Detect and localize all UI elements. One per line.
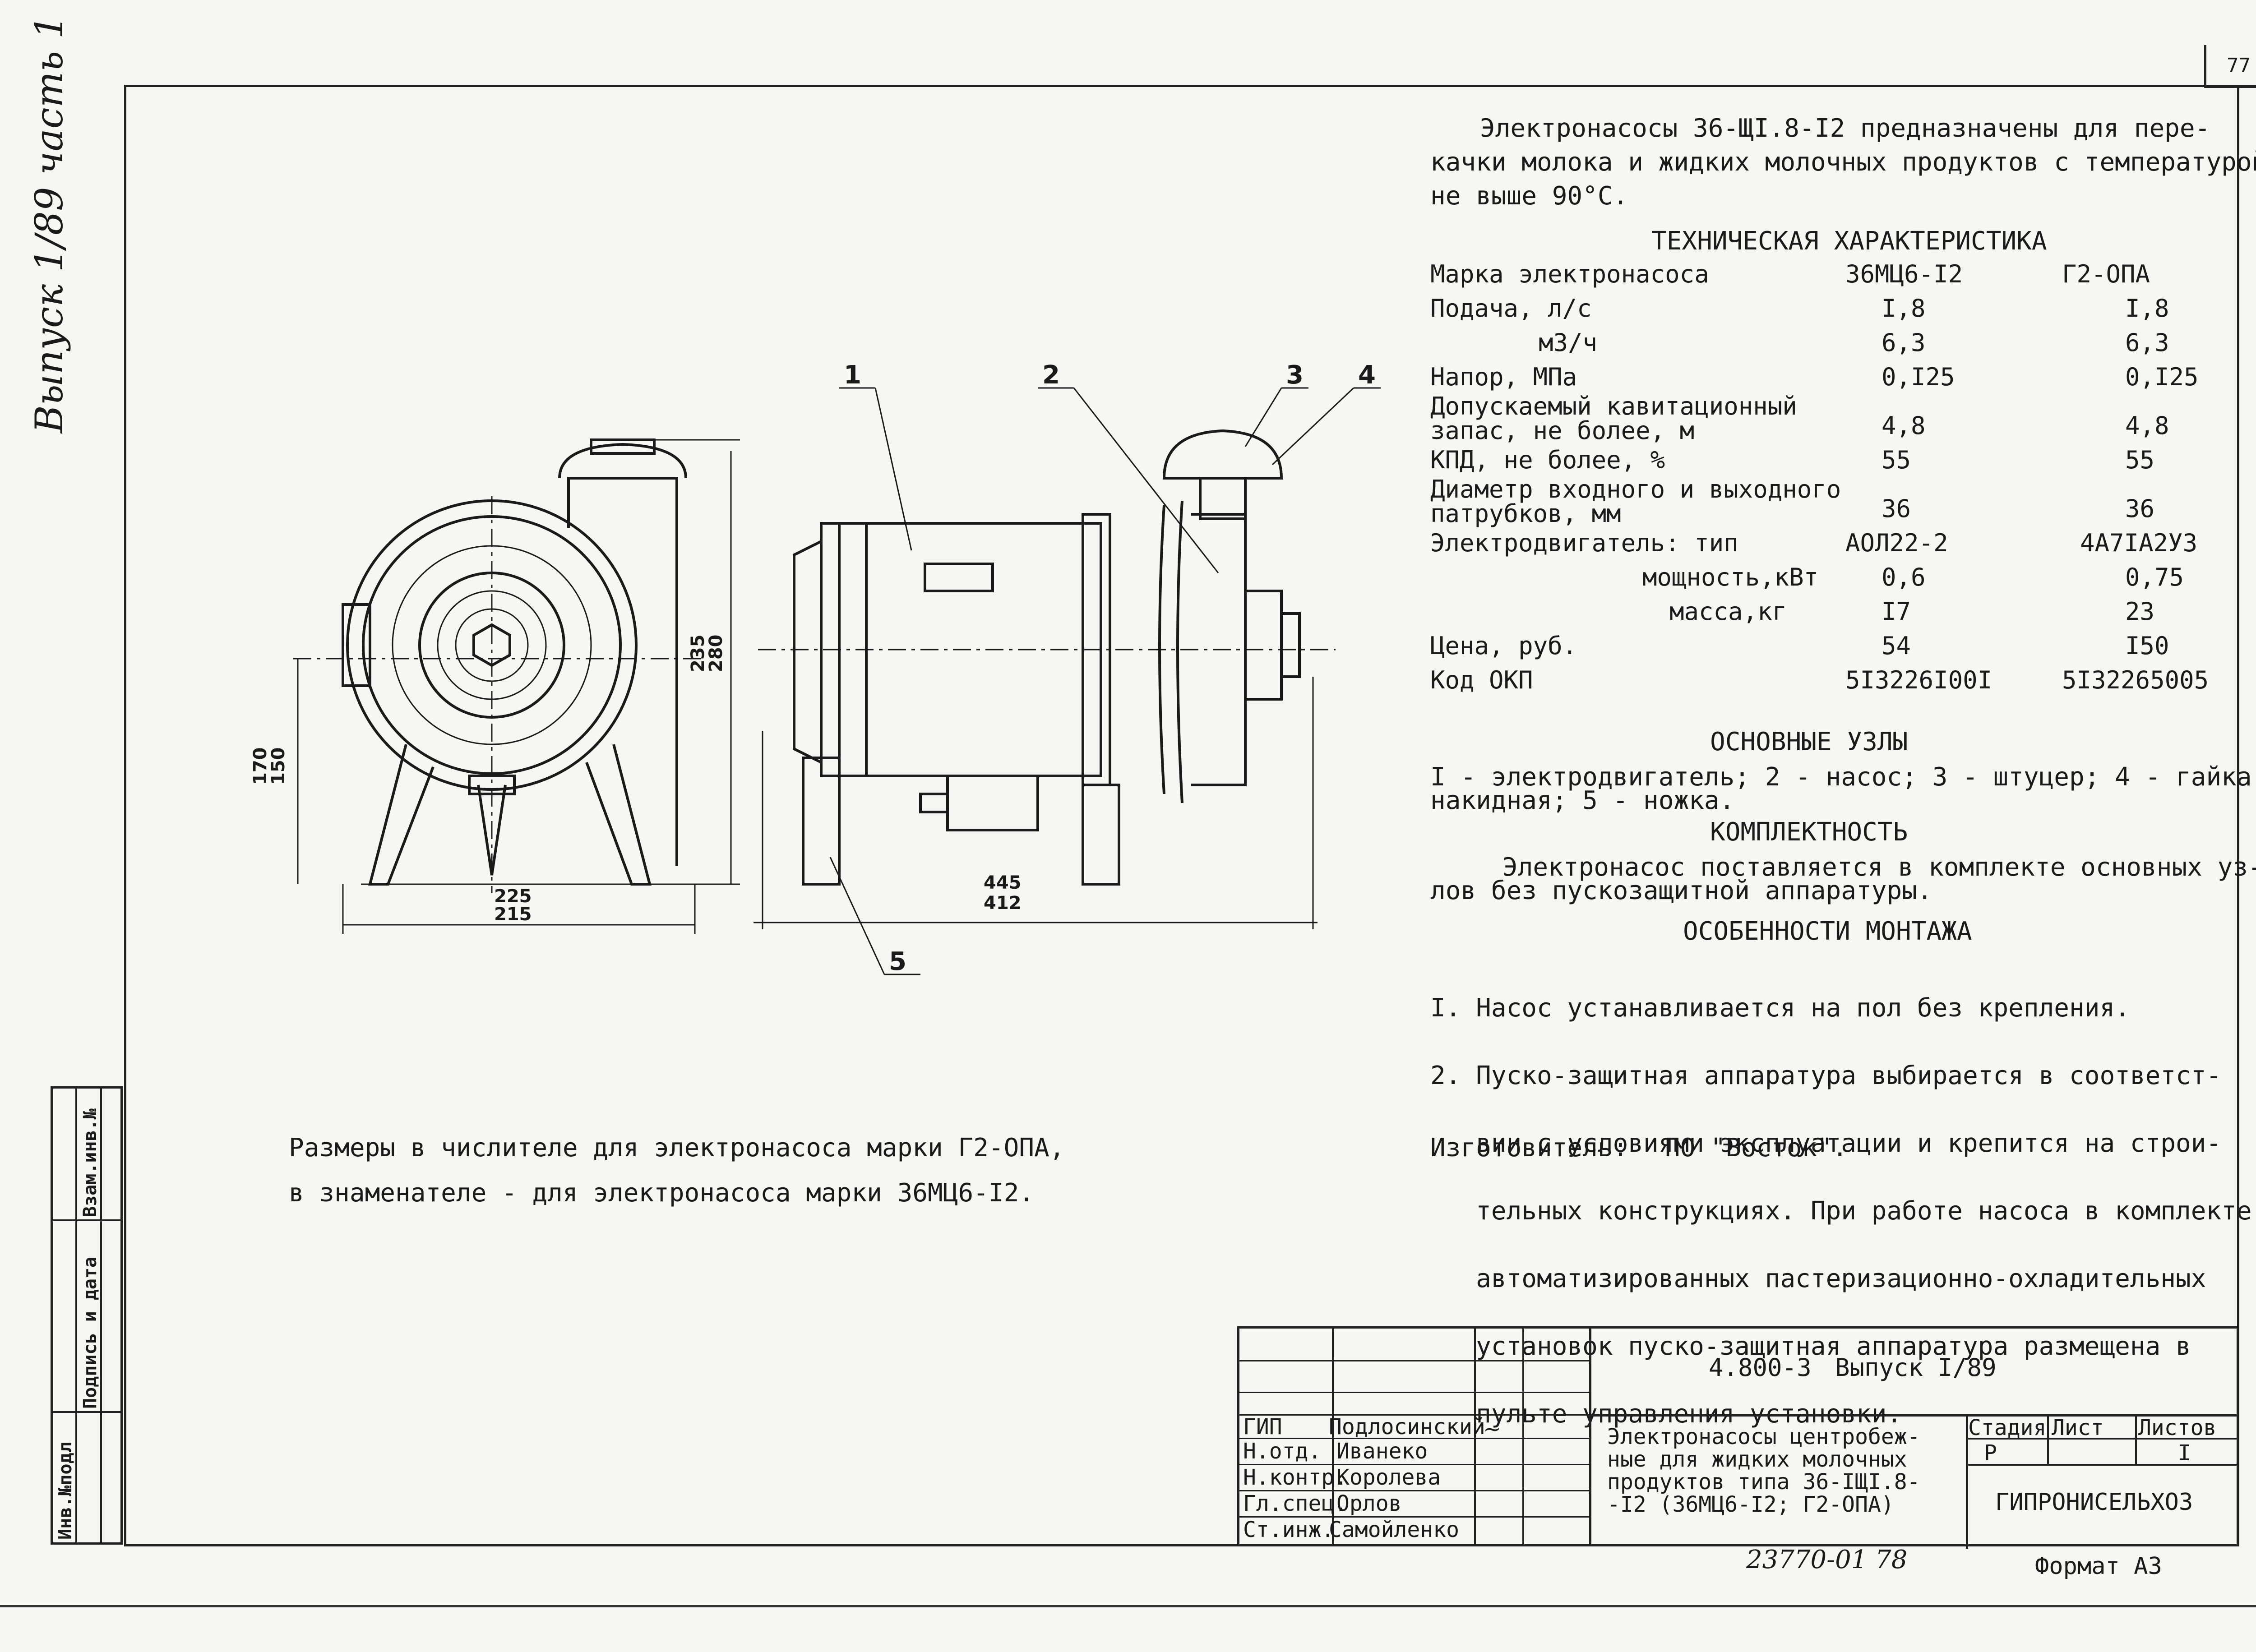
tech-header-row: Марка электронасоса 36МЦ6-I2 Г2-ОПА	[1430, 260, 2150, 288]
organization: ГИПРОНИСЕЛЬХОЗ	[1995, 1489, 2193, 1516]
name-gip: Подлосинский	[1329, 1414, 1485, 1440]
drawing-frame	[124, 85, 2239, 1546]
callout-3: 3	[1286, 360, 1304, 390]
stamp-signature-date: Подпись и дата	[80, 1256, 101, 1409]
sheet-label: Лист	[2052, 1415, 2104, 1440]
name-head-dept: Иванеко	[1336, 1439, 1428, 1464]
dim-width-denominator: 215	[494, 904, 532, 925]
table-row: Допускаемый кавитационный запас, не боле…	[1430, 392, 2169, 445]
description-line-1: Электронасосы 36-ЩI.8-I2 предназначены д…	[1480, 114, 2210, 143]
list-item: 2. Пуско-защитная аппаратура выбирается …	[1430, 1061, 2222, 1090]
name-chief-spec: Орлов	[1336, 1491, 1402, 1516]
callout-1: 1	[844, 360, 861, 390]
mounting-heading: ОСОБЕННОСТИ МОНТАЖА	[1683, 917, 1972, 946]
callout-2: 2	[1042, 360, 1060, 390]
name-norm-control: Королева	[1336, 1465, 1441, 1490]
list-item: пульте управления установки.	[1430, 1399, 1902, 1429]
callout-4: 4	[1358, 360, 1376, 390]
manufacturer-label: Изготовитель:	[1430, 1133, 1628, 1163]
description-line-3: не выше 90°С.	[1430, 181, 1628, 211]
kit-heading: КОМПЛЕКТНОСТЬ	[1710, 817, 1908, 847]
page-number-box	[2204, 45, 2256, 88]
front-dimensions: 225 215 235 280 170 150	[250, 439, 740, 934]
dim-height-numerator: 235	[688, 635, 708, 673]
signature-mark: ~	[1483, 1417, 1502, 1442]
list-item: автоматизированных пастеризационно-охлад…	[1430, 1264, 2206, 1293]
sheets-label: Листов	[2138, 1415, 2217, 1440]
stage-value: Р	[1984, 1440, 1997, 1466]
list-item: вии с условиями эксплуатации и крепится …	[1430, 1129, 2222, 1158]
kit-line-1: Электронасос поставляется в комплекте ос…	[1502, 853, 2256, 882]
units-line-2: накидная; 5 - ножка.	[1430, 786, 1735, 815]
sheet-bottom-line	[0, 1605, 2256, 1607]
units-heading: ОСНОВНЫЕ УЗЛЫ	[1710, 727, 1908, 757]
format-label: Формат А3	[2035, 1553, 2162, 1580]
front-view	[293, 438, 704, 893]
role-head-dept: Н.отд.	[1243, 1439, 1322, 1464]
dim-width-numerator: 225	[494, 886, 532, 907]
doc-title: Электронасосы центробеж- ные для жидких …	[1607, 1424, 1920, 1517]
callout-5: 5	[889, 947, 906, 976]
stamp-inv-original: Инв.№подл	[55, 1442, 76, 1540]
list-item: тельных конструкциях. При работе насоса …	[1430, 1196, 2252, 1226]
tech-heading: ТЕХНИЧЕСКАЯ ХАРАКТЕРИСТИКА	[1651, 226, 2047, 256]
callouts: 1 2 3 4 5	[829, 360, 1381, 976]
page-number: 77	[2227, 54, 2251, 77]
doc-issue: Выпуск I/89	[1835, 1353, 1997, 1382]
side-view	[758, 429, 1336, 886]
doc-code: 4.800-3	[1709, 1353, 1812, 1382]
role-norm-control: Н.контр.	[1243, 1465, 1348, 1490]
dim-length-numerator: 445	[984, 872, 1022, 893]
stamp-replacement-inv: Взам.инв.№	[80, 1108, 101, 1217]
role-chief-spec: Гл.спец.	[1243, 1491, 1348, 1516]
manufacturer-value: ПО "Восток".	[1665, 1133, 1848, 1163]
stage-label: Стадия	[1968, 1415, 2047, 1440]
name-senior-eng: Самойленко	[1329, 1517, 1459, 1542]
note-line-1: Размеры в числителе для электронасоса ма…	[289, 1133, 1065, 1163]
dim-length-denominator: 412	[984, 893, 1022, 914]
mounting-list: I. Насос устанавливается на пол без креп…	[1430, 952, 2252, 1448]
sheets-value: I	[2178, 1440, 2191, 1466]
tech-spec-table: Марка электронасоса 36МЦ6-I2 Г2-ОПА Пода…	[1430, 257, 2209, 697]
description-line-2: качки молока и жидких молочных продуктов…	[1430, 148, 2256, 177]
role-gip: ГИП	[1243, 1414, 1282, 1440]
left-stamp: Инв.№подл Подпись и дата Взам.инв.№	[51, 1086, 123, 1545]
role-senior-eng: Ст.инж.	[1243, 1517, 1335, 1542]
side-dimensions: 445 412	[754, 677, 1318, 929]
note-line-2: в знаменателе - для электронасоса марки …	[289, 1178, 1035, 1208]
list-item: I. Насос устанавливается на пол без креп…	[1430, 993, 2130, 1023]
pump-drawing: 225 215 235 280 170 150 445 412	[250, 360, 1381, 976]
table-row: Диаметр входного и выходного патрубков, …	[1430, 475, 2155, 528]
kit-line-2: лов без пускозащитной аппаратуры.	[1430, 876, 1932, 905]
title-block: 4.800-3 Выпуск I/89 ГИП Н.отд. Н.контр. …	[1237, 1326, 2239, 1549]
archive-number: 23770-01 78	[1746, 1545, 1908, 1574]
dim-height-denominator: 280	[706, 635, 726, 673]
units-line-1: I - электродвигатель; 2 - насос; 3 - шту…	[1430, 762, 2252, 792]
dim-axis-numerator: 170	[250, 748, 271, 785]
dim-axis-denominator: 150	[268, 748, 289, 785]
